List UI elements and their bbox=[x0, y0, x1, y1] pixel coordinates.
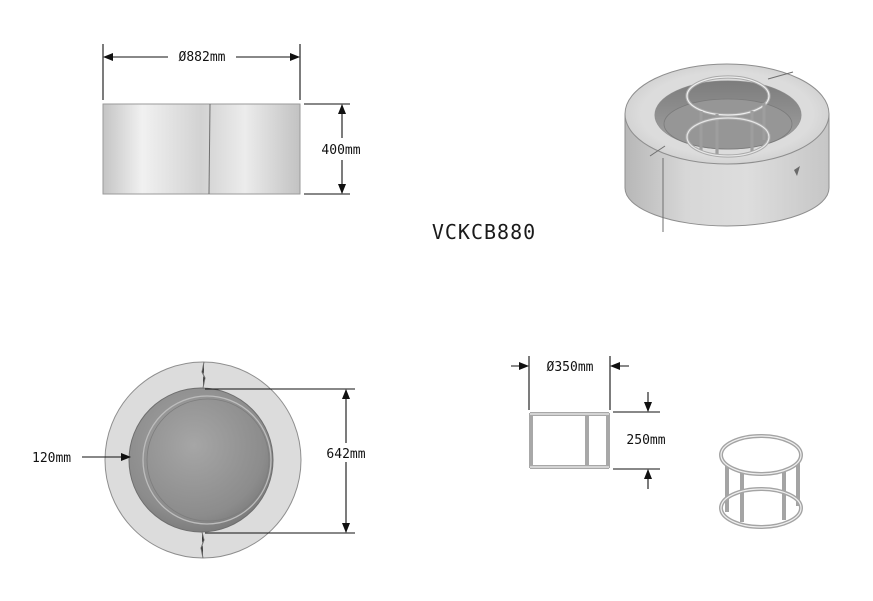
front-elevation-view: Ø882mm 400mm bbox=[102, 44, 361, 195]
grate-diameter-label: Ø350mm bbox=[547, 360, 594, 375]
grate-isometric-view bbox=[719, 434, 803, 529]
plan-joint-bottom bbox=[200, 531, 205, 559]
plan-view: 120mm 642mm bbox=[32, 361, 366, 559]
grate-height-label: 250mm bbox=[626, 433, 665, 448]
grate-side-frame bbox=[529, 412, 610, 469]
outer-diameter-label: Ø882mm bbox=[179, 50, 226, 65]
iso-bowl-floor bbox=[663, 98, 793, 150]
isometric-view bbox=[624, 63, 830, 232]
plan-bowl-floor-edge bbox=[142, 395, 272, 525]
model-code-label: VCKCB880 bbox=[432, 220, 536, 244]
segment-joint-line bbox=[208, 103, 211, 195]
fire-bowl-side-face bbox=[102, 103, 301, 195]
plan-inner-bowl bbox=[128, 387, 274, 533]
height-label: 400mm bbox=[321, 143, 360, 158]
plan-joint-top bbox=[201, 361, 206, 389]
wall-thickness-label: 120mm bbox=[32, 451, 71, 466]
grate-diameter-dimension: Ø350mm bbox=[511, 356, 629, 410]
inner-diameter-dimension: 642mm bbox=[205, 388, 366, 534]
iso-vent-notch bbox=[794, 166, 800, 176]
wall-thickness-dimension: 120mm bbox=[32, 451, 131, 466]
grate-elevation-view: Ø350mm 250mm bbox=[511, 356, 666, 489]
iso-rim-joint-2 bbox=[649, 145, 666, 157]
grate-height-dimension: 250mm bbox=[613, 392, 666, 489]
plan-bowl-floor-edge-inner bbox=[146, 398, 270, 522]
outer-diameter-dimension: Ø882mm bbox=[102, 44, 301, 100]
iso-rim-joint-1 bbox=[767, 71, 794, 80]
height-dimension: 400mm bbox=[304, 103, 361, 195]
iso-grate bbox=[685, 75, 771, 158]
inner-diameter-label: 642mm bbox=[326, 447, 365, 462]
